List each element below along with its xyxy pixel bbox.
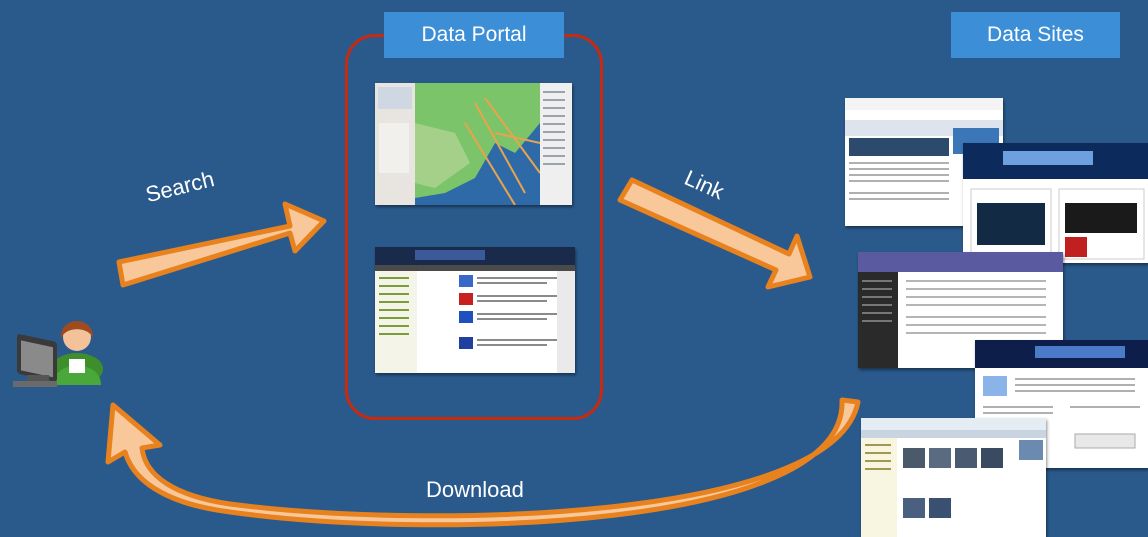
portal-catalog-screenshot[interactable] xyxy=(375,247,575,373)
data-site-screenshot-2[interactable] xyxy=(963,143,1148,263)
site-4-thumbnail xyxy=(975,340,1148,449)
download-arrow xyxy=(105,397,861,528)
site-1-thumbnail xyxy=(845,98,1003,200)
data-portal-label: Data Portal xyxy=(384,12,564,58)
download-label: Download xyxy=(426,477,524,502)
portal-map-screenshot[interactable] xyxy=(375,83,572,205)
data-sites-label: Data Sites xyxy=(951,12,1120,58)
data-site-screenshot-5[interactable] xyxy=(861,418,1046,537)
search-arrow xyxy=(116,201,327,288)
site-5-thumbnail xyxy=(861,418,1046,537)
site-3-thumbnail xyxy=(858,252,1063,368)
site-2-thumbnail xyxy=(963,143,1148,260)
catalog-thumbnail xyxy=(375,247,575,373)
link-arrow xyxy=(617,177,813,290)
map-thumbnail xyxy=(375,83,572,205)
user-at-computer-icon xyxy=(5,303,105,393)
